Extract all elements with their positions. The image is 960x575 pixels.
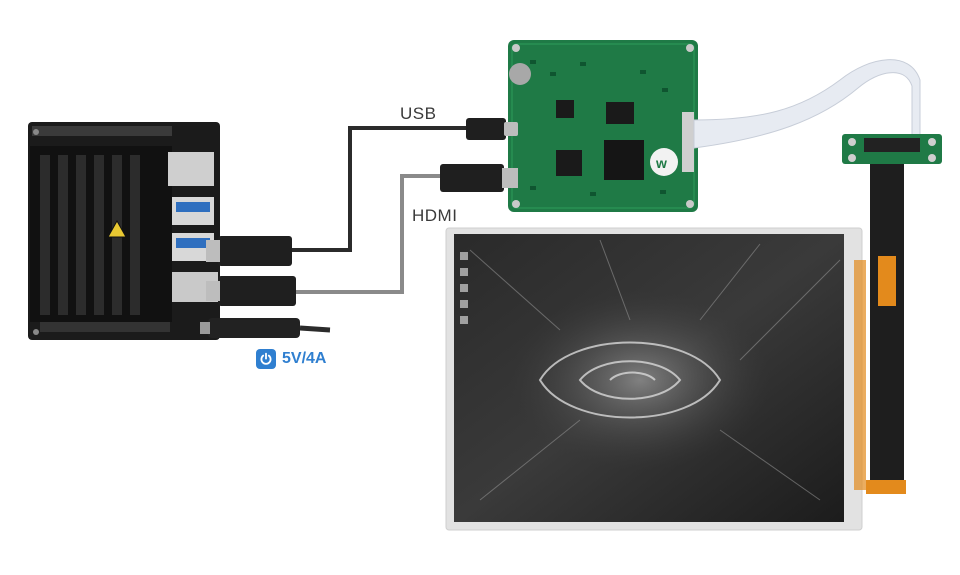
fpc-flex xyxy=(866,164,906,494)
adapter-board xyxy=(842,134,942,164)
usb-cable xyxy=(292,126,472,252)
jetson-board xyxy=(28,122,220,340)
usb-plug xyxy=(206,236,292,266)
hdmi-plug-driver xyxy=(440,164,518,192)
svg-text:w: w xyxy=(655,155,667,171)
hdmi-cable xyxy=(296,174,440,294)
driver-board: w xyxy=(508,40,698,212)
usb-label: USB xyxy=(400,104,437,123)
power-rating: 5V/4A xyxy=(282,350,327,367)
power-cable xyxy=(299,325,331,333)
hdmi-plug-board xyxy=(206,276,296,306)
hdmi-label: HDMI xyxy=(412,206,458,225)
power-spec: 5V/4A xyxy=(256,348,326,370)
power-icon xyxy=(256,349,276,369)
display-panel xyxy=(445,227,866,531)
usbc-plug xyxy=(466,118,518,140)
power-plug xyxy=(200,318,300,338)
